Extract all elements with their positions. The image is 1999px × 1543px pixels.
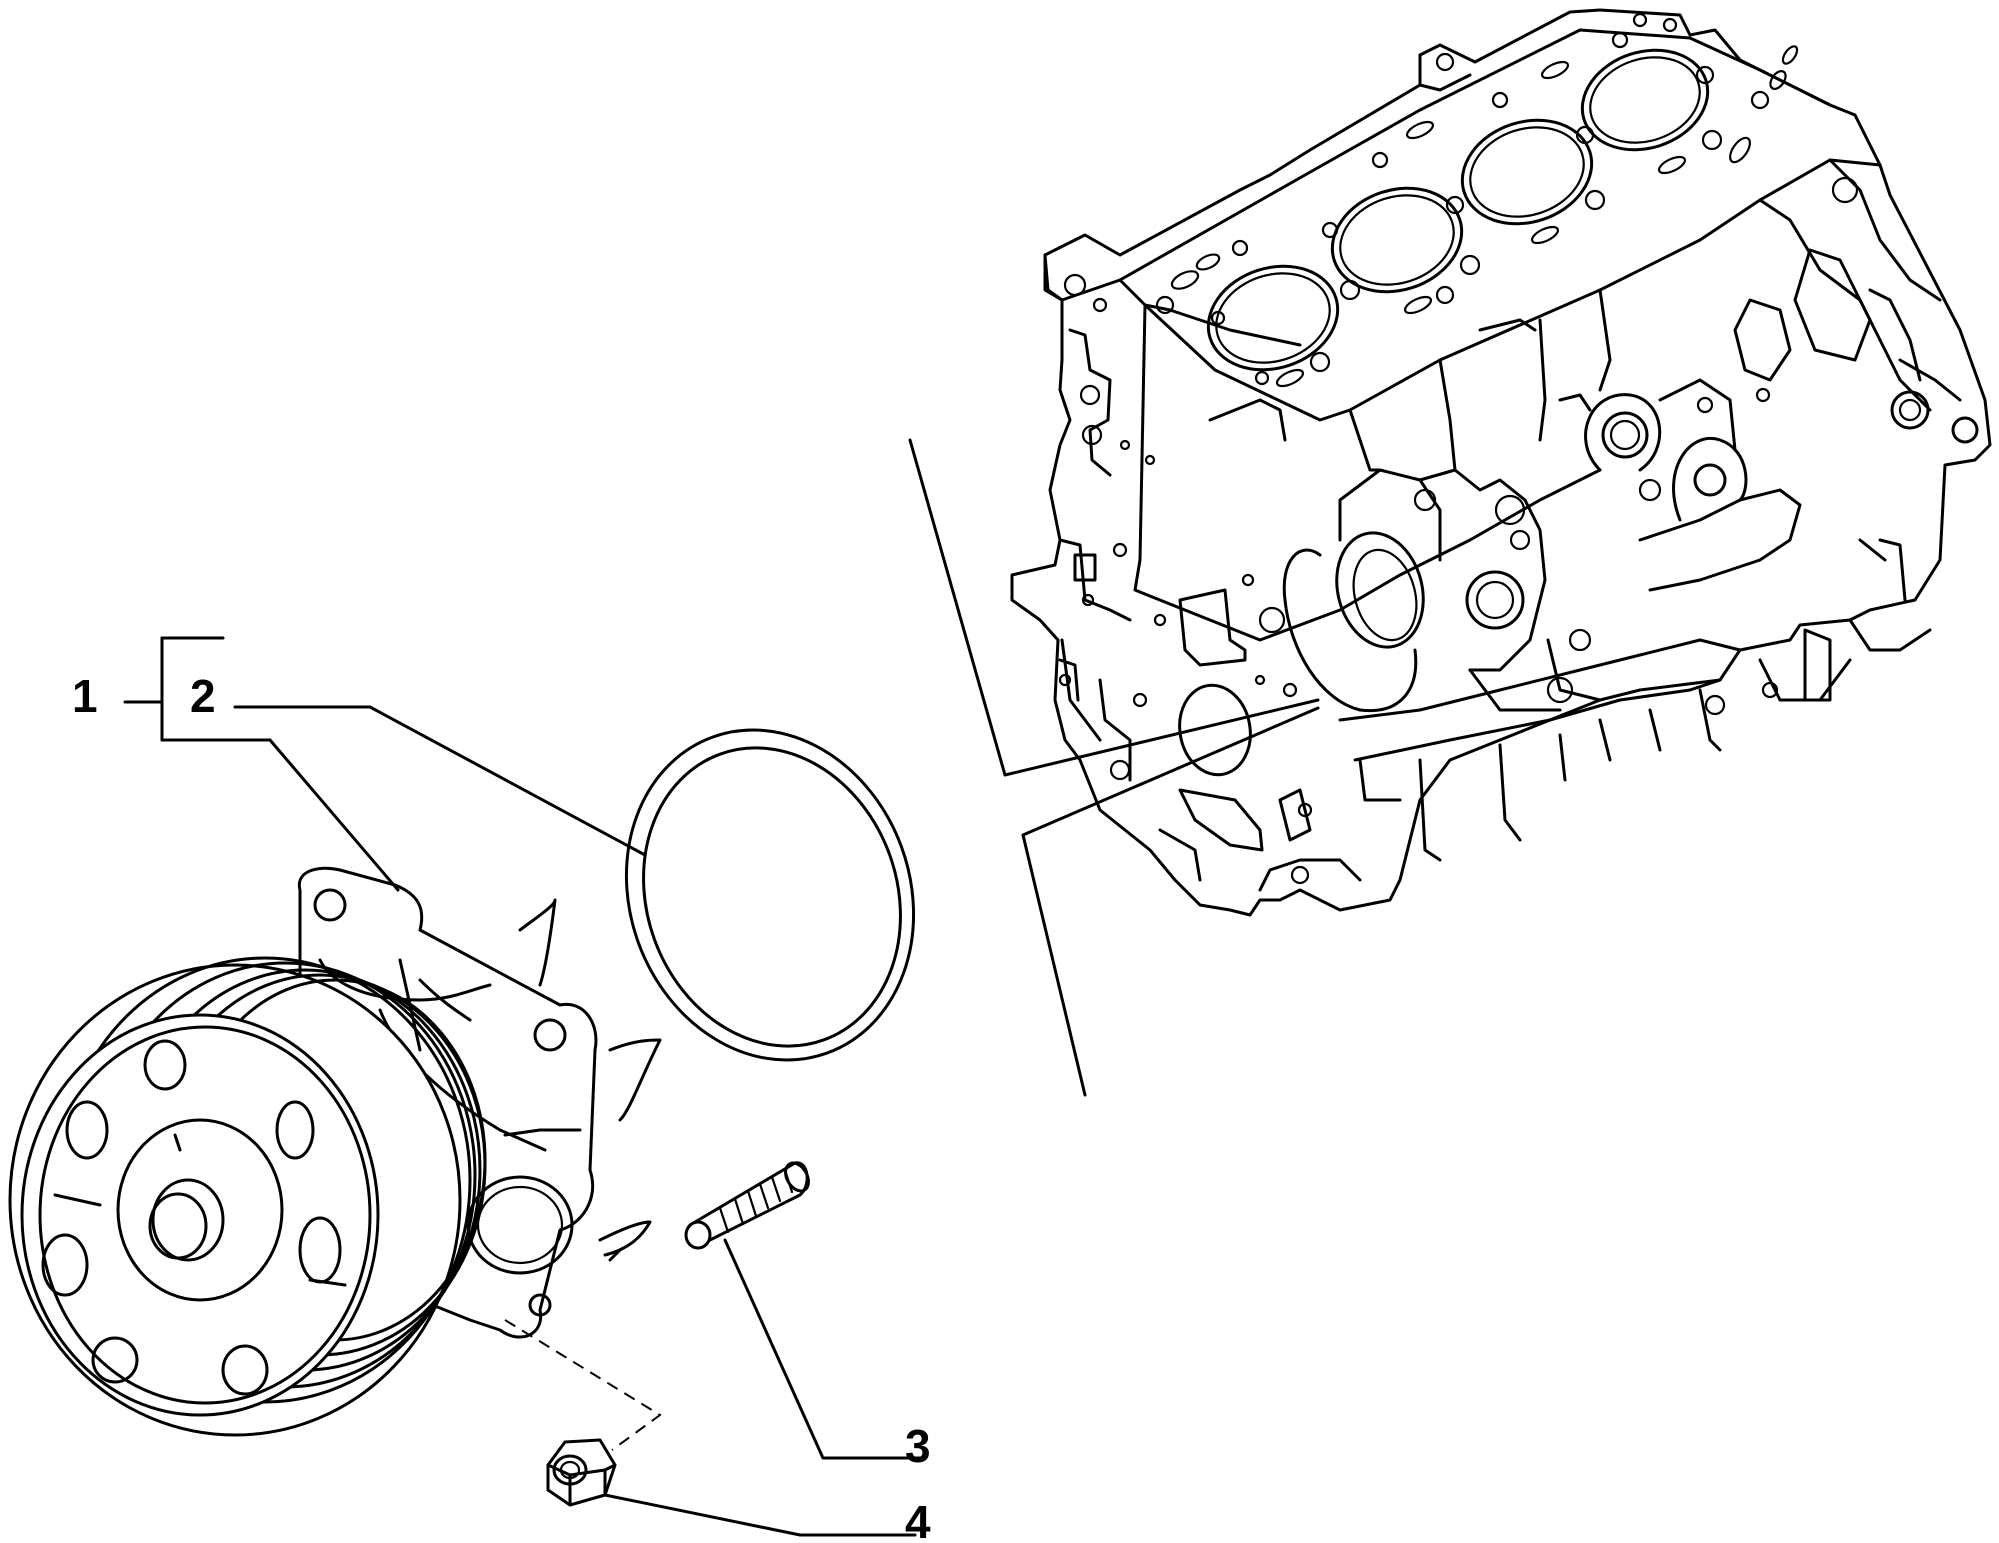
callout-1: 1 — [72, 670, 98, 722]
water-pump — [8, 866, 662, 1437]
callout-4: 4 — [905, 1496, 931, 1543]
callout-2: 2 — [190, 670, 216, 722]
leader-lines — [123, 438, 1320, 1537]
stud-bolt — [684, 1161, 810, 1250]
hex-nut — [546, 1438, 617, 1507]
callout-3: 3 — [905, 1420, 931, 1472]
engine-block — [1010, 8, 1992, 917]
o-ring-gasket — [624, 728, 916, 1062]
